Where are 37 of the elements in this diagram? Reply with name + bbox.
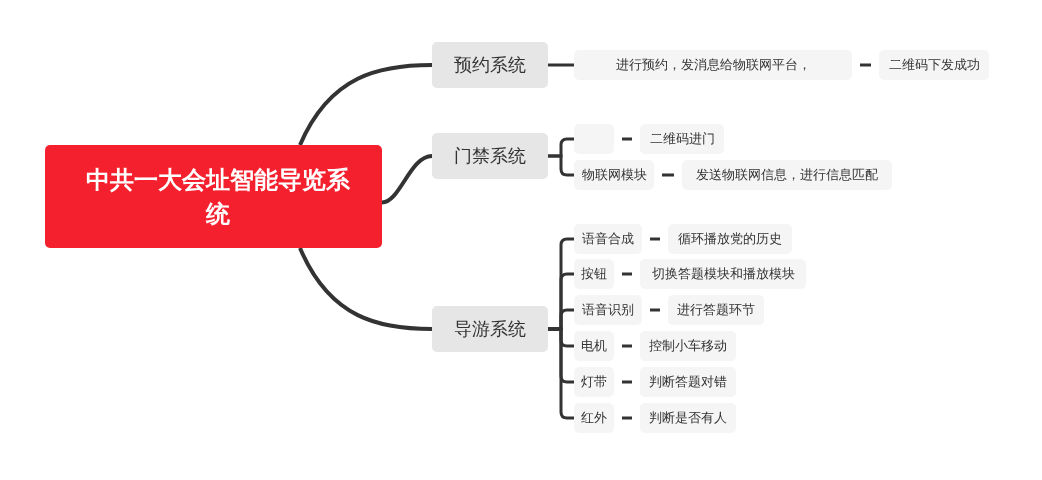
branch-topic-box: 预约系统 bbox=[432, 42, 548, 88]
topic-box: 进行答题环节 bbox=[668, 295, 764, 325]
connector-line bbox=[622, 380, 632, 384]
topic-box: 按钮 bbox=[574, 259, 614, 289]
connector-line bbox=[650, 308, 660, 312]
topic-box: 切换答题模块和播放模块 bbox=[640, 259, 806, 289]
topic-box: 发送物联网信息，进行信息匹配 bbox=[682, 160, 892, 190]
connector-line bbox=[548, 327, 574, 420]
topic-box: 二维码进门 bbox=[640, 124, 724, 154]
topic-box: 循环播放党的历史 bbox=[668, 224, 792, 254]
connector-line bbox=[622, 416, 632, 420]
topic-box: 电机 bbox=[574, 331, 614, 361]
topic-box: 语音识别 bbox=[574, 295, 642, 325]
topic-box: 控制小车移动 bbox=[640, 331, 736, 361]
branch-topic-box: 导游系统 bbox=[432, 306, 548, 352]
topic-box: 物联网模块 bbox=[574, 160, 654, 190]
connector-line bbox=[548, 63, 574, 67]
empty-topic-box bbox=[574, 124, 614, 154]
topic-box: 进行预约，发消息给物联网平台， bbox=[574, 50, 852, 80]
topic-box: 语音合成 bbox=[574, 224, 642, 254]
topic-box: 红外 bbox=[574, 403, 614, 433]
connector-line bbox=[860, 63, 871, 67]
connector-line bbox=[381, 154, 433, 205]
connector-line bbox=[548, 154, 574, 177]
topic-box: 二维码下发成功 bbox=[879, 50, 989, 80]
connector-line bbox=[298, 63, 433, 146]
branch-topic-box: 门禁系统 bbox=[432, 133, 548, 179]
topic-box: 判断答题对错 bbox=[640, 367, 736, 397]
connector-line bbox=[650, 237, 660, 241]
central-topic-box: 中共一大会址智能导览系统 bbox=[45, 145, 382, 248]
topic-box: 灯带 bbox=[574, 367, 614, 397]
connector-line bbox=[662, 173, 674, 177]
connector-line bbox=[622, 272, 632, 276]
topic-box: 判断是否有人 bbox=[640, 403, 736, 433]
connector-line bbox=[622, 344, 632, 348]
connector-line bbox=[622, 137, 632, 141]
connector-line bbox=[298, 247, 433, 331]
